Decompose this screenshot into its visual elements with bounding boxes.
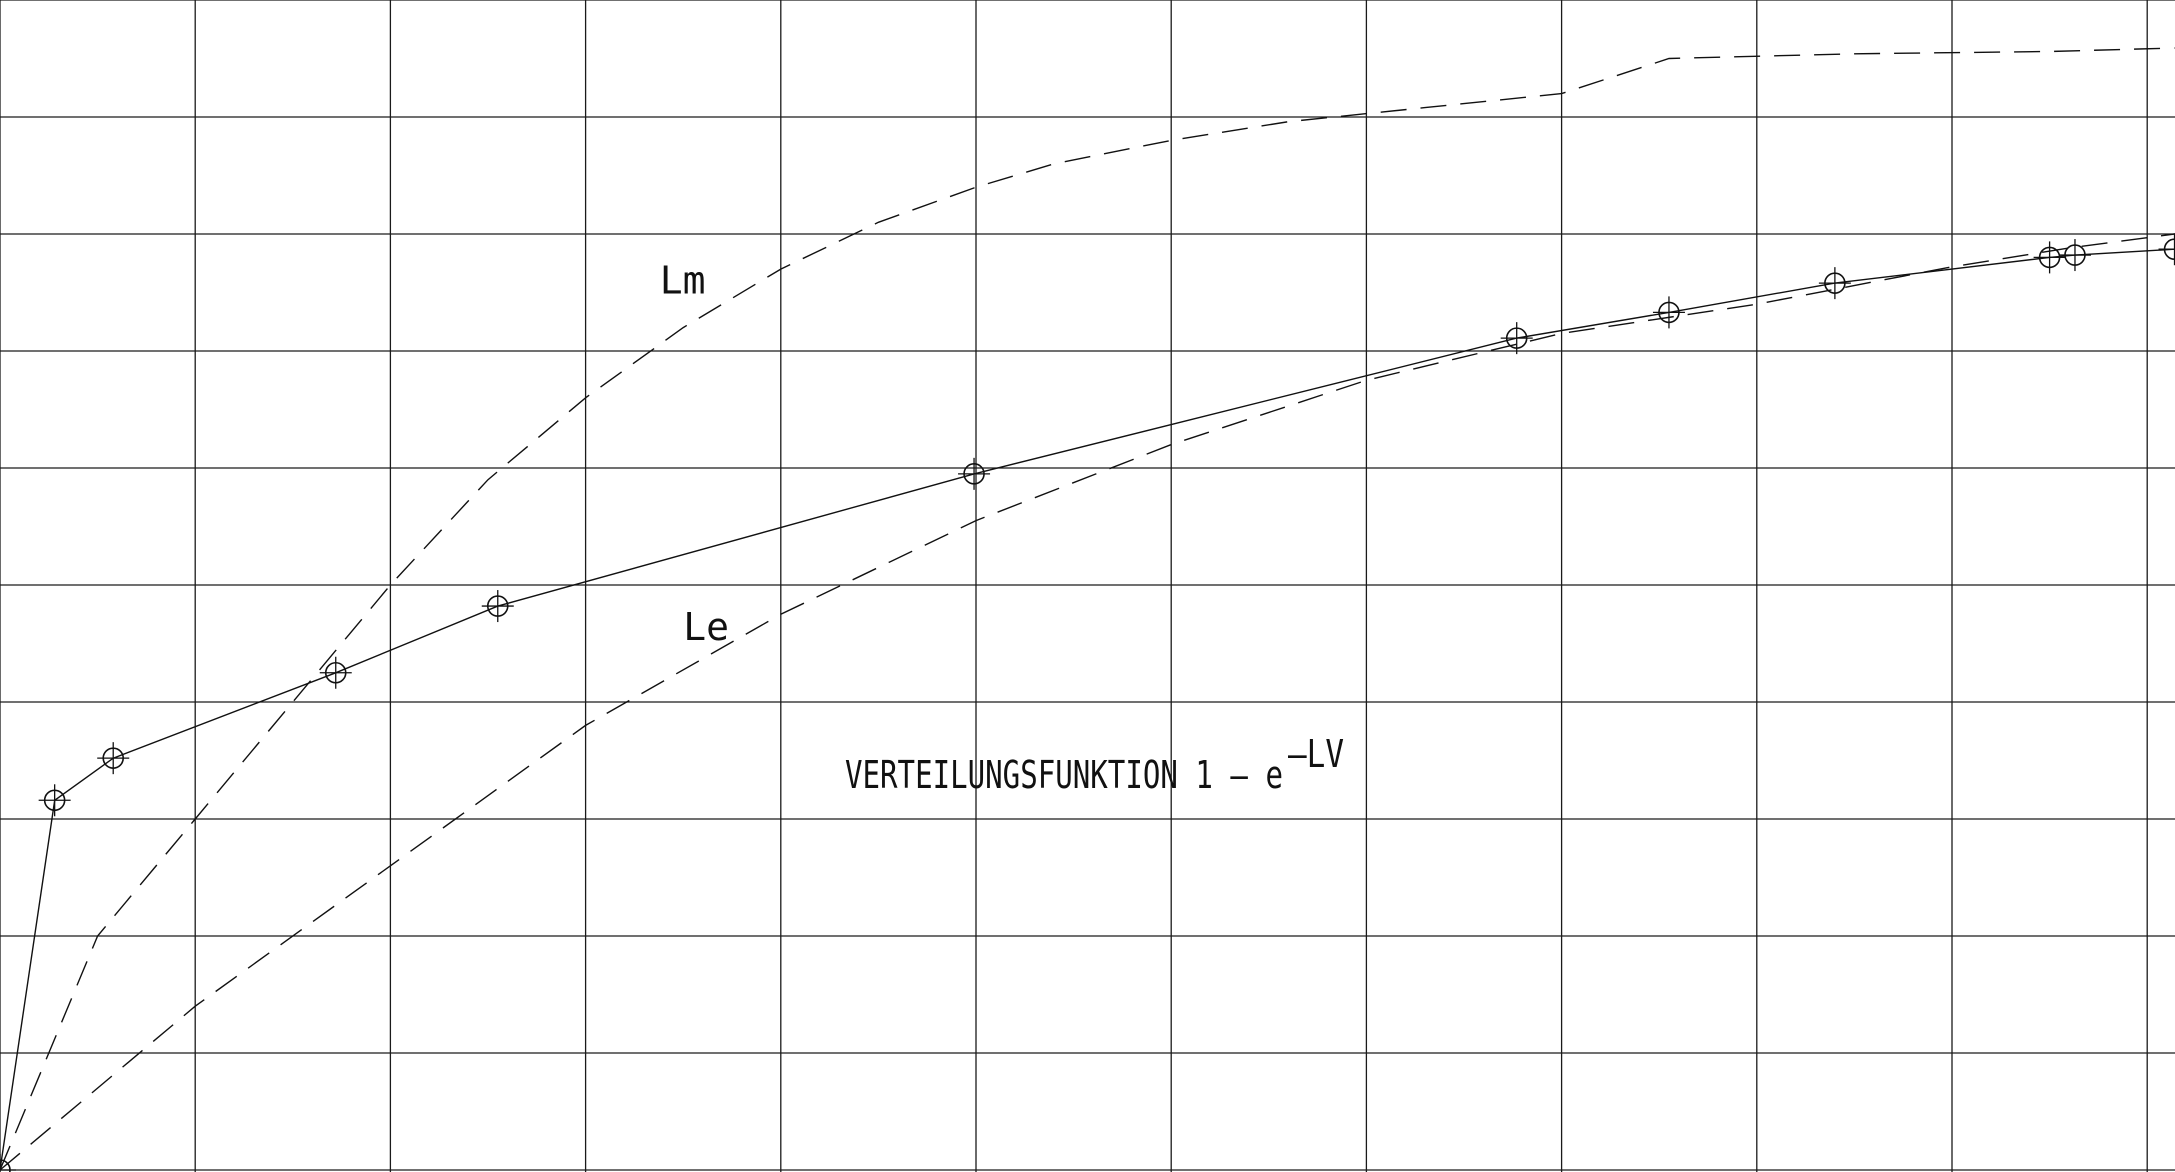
marker-layer (0, 233, 2175, 1172)
data-point-marker (97, 742, 130, 775)
curve-label-lm: Lm (660, 259, 706, 303)
data-point-marker (1818, 267, 1851, 300)
data-point-marker (38, 784, 71, 817)
data-point-marker (0, 1154, 16, 1172)
data-point-marker (1500, 322, 1533, 355)
curve-label-le: Le (683, 605, 729, 649)
series-layer (0, 47, 2175, 1171)
chart-title: VERTEILUNGSFUNKTION 1 – e (845, 753, 1283, 797)
chart-title-superscript: –LV (1288, 732, 1344, 776)
data-point-marker (2158, 233, 2175, 266)
data-point-marker (958, 457, 991, 490)
data-point-marker (1652, 296, 1685, 329)
data-point-marker (2033, 241, 2066, 274)
data-point-marker (319, 656, 352, 689)
series-line-lm (0, 47, 2175, 1171)
data-point-marker (2058, 239, 2091, 272)
data-point-marker (481, 590, 514, 623)
series-line-le (0, 233, 2175, 1171)
series-line-1 (0, 248, 2175, 1171)
